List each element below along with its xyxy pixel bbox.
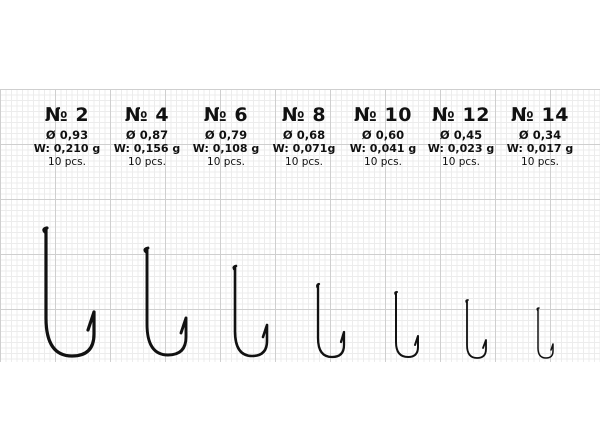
hook-diameter: Ø 0,93 (45, 128, 89, 142)
fish-hook-icon (143, 246, 188, 357)
hook-quantity: 10 pcs. (442, 156, 480, 168)
hook-quantity: 10 pcs. (521, 156, 559, 168)
fish-hook-icon (316, 282, 346, 359)
hook-column-2: № 2 Ø 0,93 W: 0,210 g 10 pcs. (27, 104, 107, 169)
hook-weight: W: 0,041 g (349, 142, 417, 155)
hook-weight: W: 0,017 g (506, 142, 574, 155)
hook-size: № 2 (44, 104, 90, 126)
hook-quantity: 10 pcs. (364, 156, 402, 168)
hook-diameter: Ø 0,60 (361, 128, 405, 142)
fish-hook-icon (394, 291, 419, 358)
hook-quantity: 10 pcs. (207, 156, 245, 168)
hook-column-10: № 10 Ø 0,60 W: 0,041 g 10 pcs. (343, 104, 423, 169)
hook-diameter: Ø 0,79 (204, 128, 248, 142)
hook-weight: W: 0,108 g (192, 142, 260, 155)
hook-size: № 12 (432, 104, 490, 126)
hook-size: № 4 (124, 104, 170, 126)
hook-diameter: Ø 0,68 (282, 128, 326, 142)
hook-quantity: 10 pcs. (128, 156, 166, 168)
hook-diameter: Ø 0,45 (439, 128, 483, 142)
fish-hook-icon (536, 307, 554, 359)
hook-column-8: № 8 Ø 0,68 W: 0,071g 10 pcs. (264, 104, 344, 169)
hook-weight: W: 0,071g (272, 142, 336, 155)
hook-diameter: Ø 0,87 (125, 128, 169, 142)
fish-hook-icon (232, 264, 269, 358)
hook-size: № 10 (354, 104, 412, 126)
hook-weight: W: 0,023 g (427, 142, 495, 155)
hook-column-14: № 14 Ø 0,34 W: 0,017 g 10 pcs. (500, 104, 580, 169)
hook-quantity: 10 pcs. (48, 156, 86, 168)
fish-hook-icon (42, 226, 96, 358)
hook-weight: W: 0,156 g (113, 142, 181, 155)
hook-column-4: № 4 Ø 0,87 W: 0,156 g 10 pcs. (107, 104, 187, 169)
hook-quantity: 10 pcs. (285, 156, 323, 168)
hook-column-12: № 12 Ø 0,45 W: 0,023 g 10 pcs. (421, 104, 501, 169)
fish-hook-icon (465, 299, 487, 359)
hook-column-6: № 6 Ø 0,79 W: 0,108 g 10 pcs. (186, 104, 266, 169)
hook-size: № 14 (511, 104, 569, 126)
hook-size: № 6 (203, 104, 249, 126)
hook-diameter: Ø 0,34 (518, 128, 562, 142)
graph-paper-background (0, 89, 600, 362)
hook-size: № 8 (281, 104, 327, 126)
hook-weight: W: 0,210 g (33, 142, 101, 155)
